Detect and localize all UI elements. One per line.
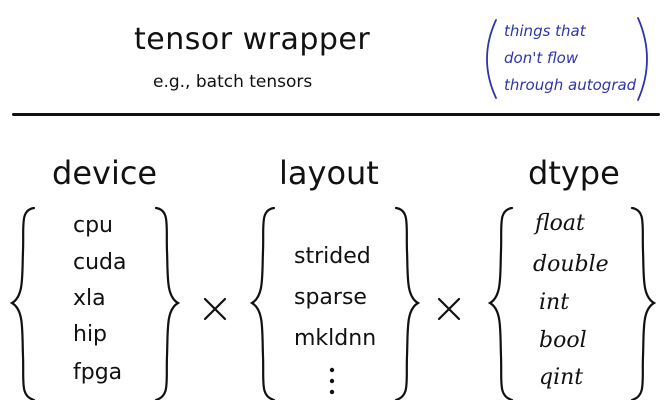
layout-heading: layout <box>279 154 379 192</box>
autograd-note: things that don't flow through autograd <box>478 14 658 104</box>
header-divider <box>12 113 660 116</box>
dtype-heading: dtype <box>528 154 620 192</box>
dtype-left-brace <box>487 206 514 400</box>
note-line-2: don't flow <box>504 49 579 67</box>
diagram-title: tensor wrapper <box>134 22 371 57</box>
device-item-hip: hip <box>73 322 108 347</box>
device-left-brace <box>9 206 36 400</box>
note-line-3: through autograd <box>504 76 637 94</box>
note-parentheses <box>486 17 648 101</box>
dtype-right-brace <box>630 206 657 400</box>
device-item-cpu: cpu <box>73 213 114 238</box>
dtype-item-double: double <box>533 252 609 277</box>
dtype-item-bool: bool <box>539 328 587 353</box>
note-line-1: things that <box>504 22 586 40</box>
layout-more-ellipsis <box>329 367 335 395</box>
device-heading: device <box>52 154 158 192</box>
device-item-xla: xla <box>73 286 106 311</box>
cartesian-product-symbol-2 <box>437 297 461 321</box>
device-item-cuda: cuda <box>73 250 127 275</box>
dtype-item-qint: qint <box>539 365 584 390</box>
device-right-brace <box>154 206 181 400</box>
layout-item-strided: strided <box>294 244 371 269</box>
dtype-item-float: float <box>535 211 585 236</box>
layout-left-brace <box>249 206 276 400</box>
layout-item-sparse: sparse <box>294 285 367 310</box>
dtype-item-int: int <box>539 290 570 315</box>
cartesian-product-symbol <box>203 297 227 321</box>
diagram-subtitle: e.g., batch tensors <box>153 72 313 92</box>
layout-item-mkldnn: mkldnn <box>294 326 377 351</box>
layout-right-brace <box>394 206 421 400</box>
device-item-fpga: fpga <box>73 360 123 385</box>
